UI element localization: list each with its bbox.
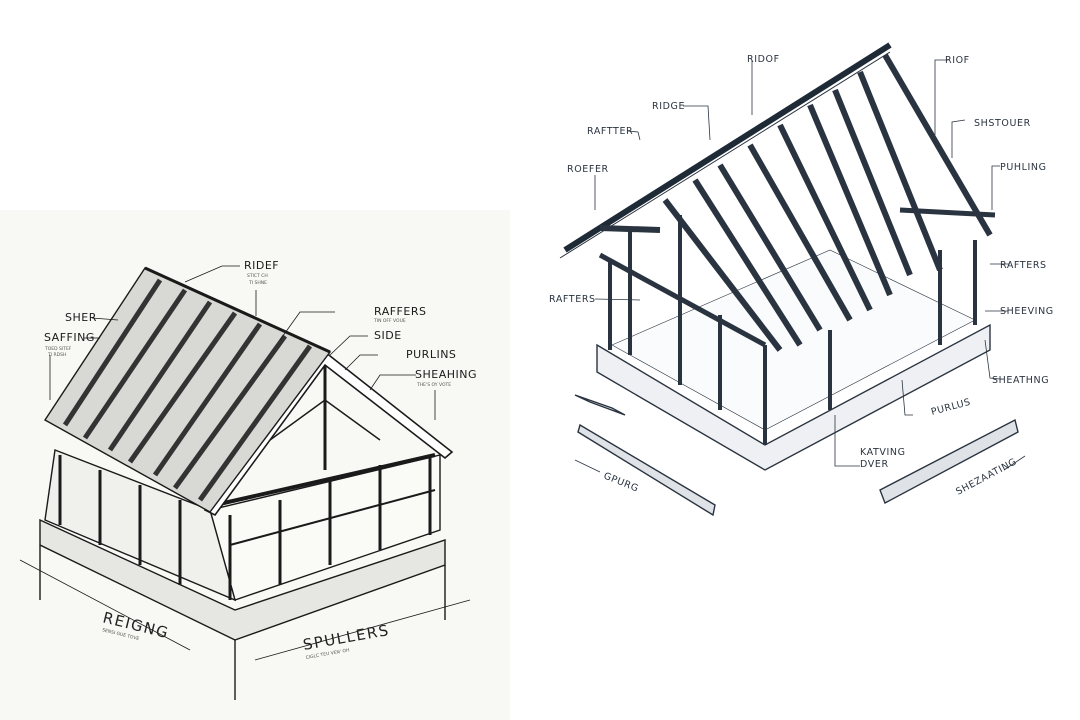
lumber-piece-1 [574, 394, 626, 416]
label-ridef-sub2: TI SHNE [248, 280, 267, 286]
label-purlus: PURLUS [930, 397, 972, 418]
label-shezaating: SHEZAATING [954, 456, 1019, 497]
label-saffing: SAFFING [44, 331, 95, 344]
label-purlins: PURLINS [406, 348, 456, 361]
label-roefer: ROEFER [567, 164, 609, 175]
label-dver: DVER [860, 459, 889, 470]
label-saffing-sub2: TI RDSH [47, 352, 66, 358]
lumber-piece-2 [577, 423, 716, 517]
label-ridof: RIDOF [747, 54, 780, 65]
label-ridge: RIDGE [652, 101, 685, 112]
label-puhling: PUHLING [1000, 162, 1047, 173]
left-leader-lines [49, 265, 436, 420]
label-sheeving: SHEEVING [1000, 306, 1054, 317]
label-raffers-sub: TIN OFF VOUE [373, 318, 406, 324]
label-sheathng: SHEATHNG [992, 375, 1049, 386]
left-house-drawing [19, 266, 471, 700]
label-riof: RIOF [945, 55, 970, 66]
label-sheahing-sub: THE'S OY VOTE [416, 382, 451, 388]
label-raftter: RAFTTER [587, 126, 633, 137]
label-rafters-left: RAFTERS [549, 294, 596, 305]
label-sher: SHER [65, 311, 97, 324]
label-saffing-sub1: TOED SITEF [44, 346, 72, 352]
label-raffers: RAFFERS [374, 305, 426, 318]
label-katving: KATVING [860, 447, 906, 458]
lumber-piece-3 [879, 418, 1019, 504]
label-ridef-sub1: STICT CH [247, 273, 268, 279]
label-gpurg: GPURG [602, 471, 640, 495]
label-shstouer: SHSTOUER [974, 118, 1031, 129]
label-ridef: RIDEF [244, 259, 279, 272]
label-rafters-right: RAFTERS [1000, 260, 1047, 271]
label-sheahing: SHEAHING [415, 368, 477, 381]
right-leader-lines [574, 59, 1026, 473]
right-house-drawing [559, 42, 1019, 517]
label-side: SIDE [374, 329, 402, 342]
